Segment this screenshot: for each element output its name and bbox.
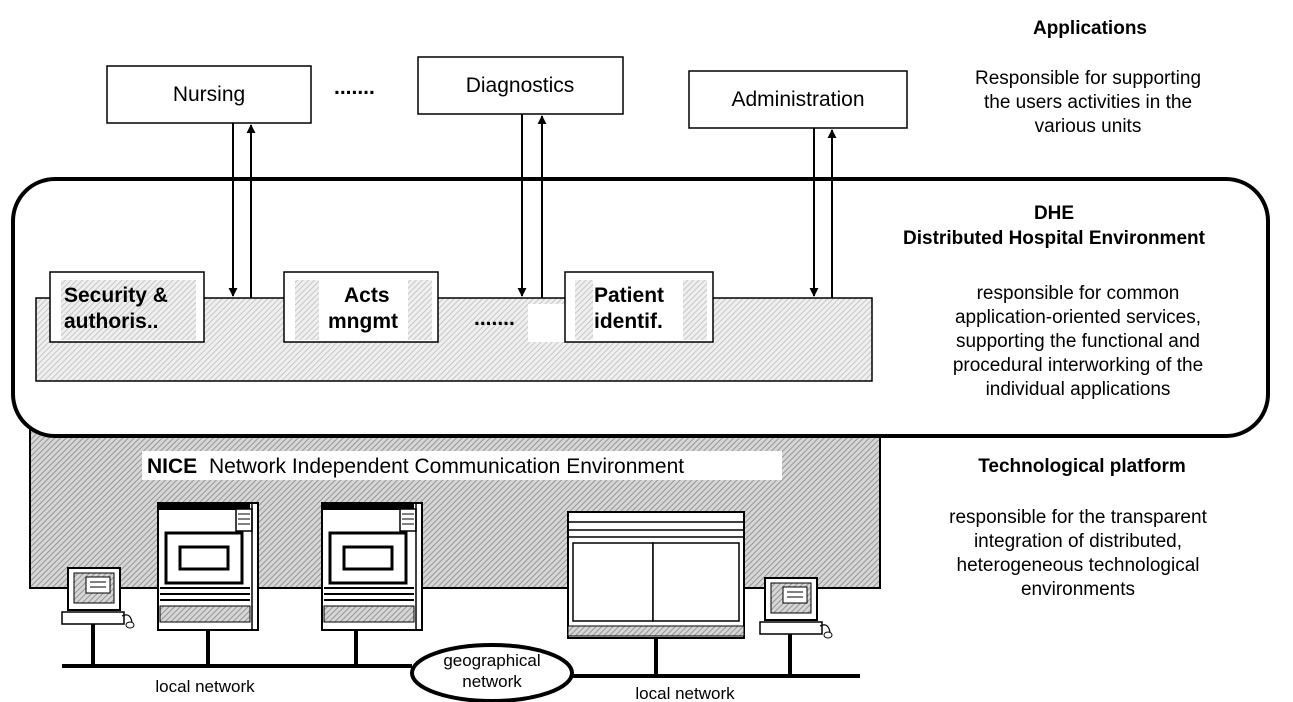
workstation-icon-left — [61, 567, 135, 629]
local-network-left — [62, 624, 400, 668]
applications-desc-3: various units — [1035, 116, 1142, 137]
module-ellipsis: ....... — [474, 307, 515, 330]
applications-desc-2: the users activities in the — [984, 92, 1192, 113]
module-patient: Patient identif. — [564, 271, 714, 343]
nice-label-background — [142, 451, 782, 480]
arrows-diagnostics — [517, 114, 547, 298]
dhe-title: DHE — [1034, 203, 1074, 224]
app-box-nursing[interactable] — [106, 65, 312, 124]
workstation-icon-right — [759, 577, 833, 639]
nice-acronym: NICE — [147, 455, 197, 478]
module-acts-line2: mngmt — [328, 310, 398, 333]
app-box-diagnostics[interactable] — [417, 56, 624, 115]
dhe-desc-5: individual applications — [986, 379, 1171, 400]
app-nursing-label: Nursing — [173, 83, 245, 106]
module-acts: Acts mngmt — [283, 271, 439, 343]
app-box-administration[interactable] — [688, 70, 908, 129]
nice-label: Network Independent Communication Enviro… — [209, 455, 684, 478]
dhe-desc-3: supporting the functional and — [956, 331, 1200, 352]
geographical-network-line1: geographical — [443, 651, 540, 670]
dhe-desc-4: procedural interworking of the — [953, 355, 1203, 376]
module-acts-line1: Acts — [344, 284, 390, 307]
platform-desc-1: responsible for the transparent — [949, 507, 1207, 528]
geographical-network-line2: network — [462, 672, 522, 691]
local-network-right-label: local network — [635, 684, 735, 702]
dhe-desc-2: application-oriented services, — [955, 307, 1201, 328]
platform-desc-3: heterogeneous technological — [957, 555, 1200, 576]
arrows-nursing — [228, 123, 256, 298]
server-icon-2 — [321, 502, 423, 631]
local-network-right — [572, 634, 860, 678]
applications-desc-1: Responsible for supporting — [975, 68, 1201, 89]
arrows-administration — [809, 128, 837, 298]
platform-heading: Technological platform — [978, 456, 1186, 477]
server-icon-1 — [157, 502, 259, 631]
module-security: Security & authoris.. — [49, 271, 205, 343]
platform-desc-2: integration of distributed, — [974, 531, 1182, 552]
dhe-subtitle: Distributed Hospital Environment — [903, 228, 1206, 249]
geographical-network-ellipse — [410, 643, 574, 702]
module-security-line2: authoris.. — [64, 310, 159, 333]
module-security-line1: Security & — [64, 284, 168, 307]
module-patient-line2: identif. — [594, 310, 663, 333]
app-ellipsis: ....... — [334, 76, 375, 99]
app-administration-label: Administration — [731, 88, 864, 111]
local-network-left-label: local network — [155, 677, 255, 696]
module-patient-line1: Patient — [594, 284, 664, 307]
dhe-services-bar — [35, 297, 873, 382]
app-diagnostics-label: Diagnostics — [466, 74, 575, 97]
applications-heading: Applications — [1033, 18, 1147, 39]
dhe-desc-1: responsible for common — [977, 283, 1180, 304]
mainframe-icon — [567, 511, 745, 639]
platform-desc-4: environments — [1021, 579, 1135, 600]
